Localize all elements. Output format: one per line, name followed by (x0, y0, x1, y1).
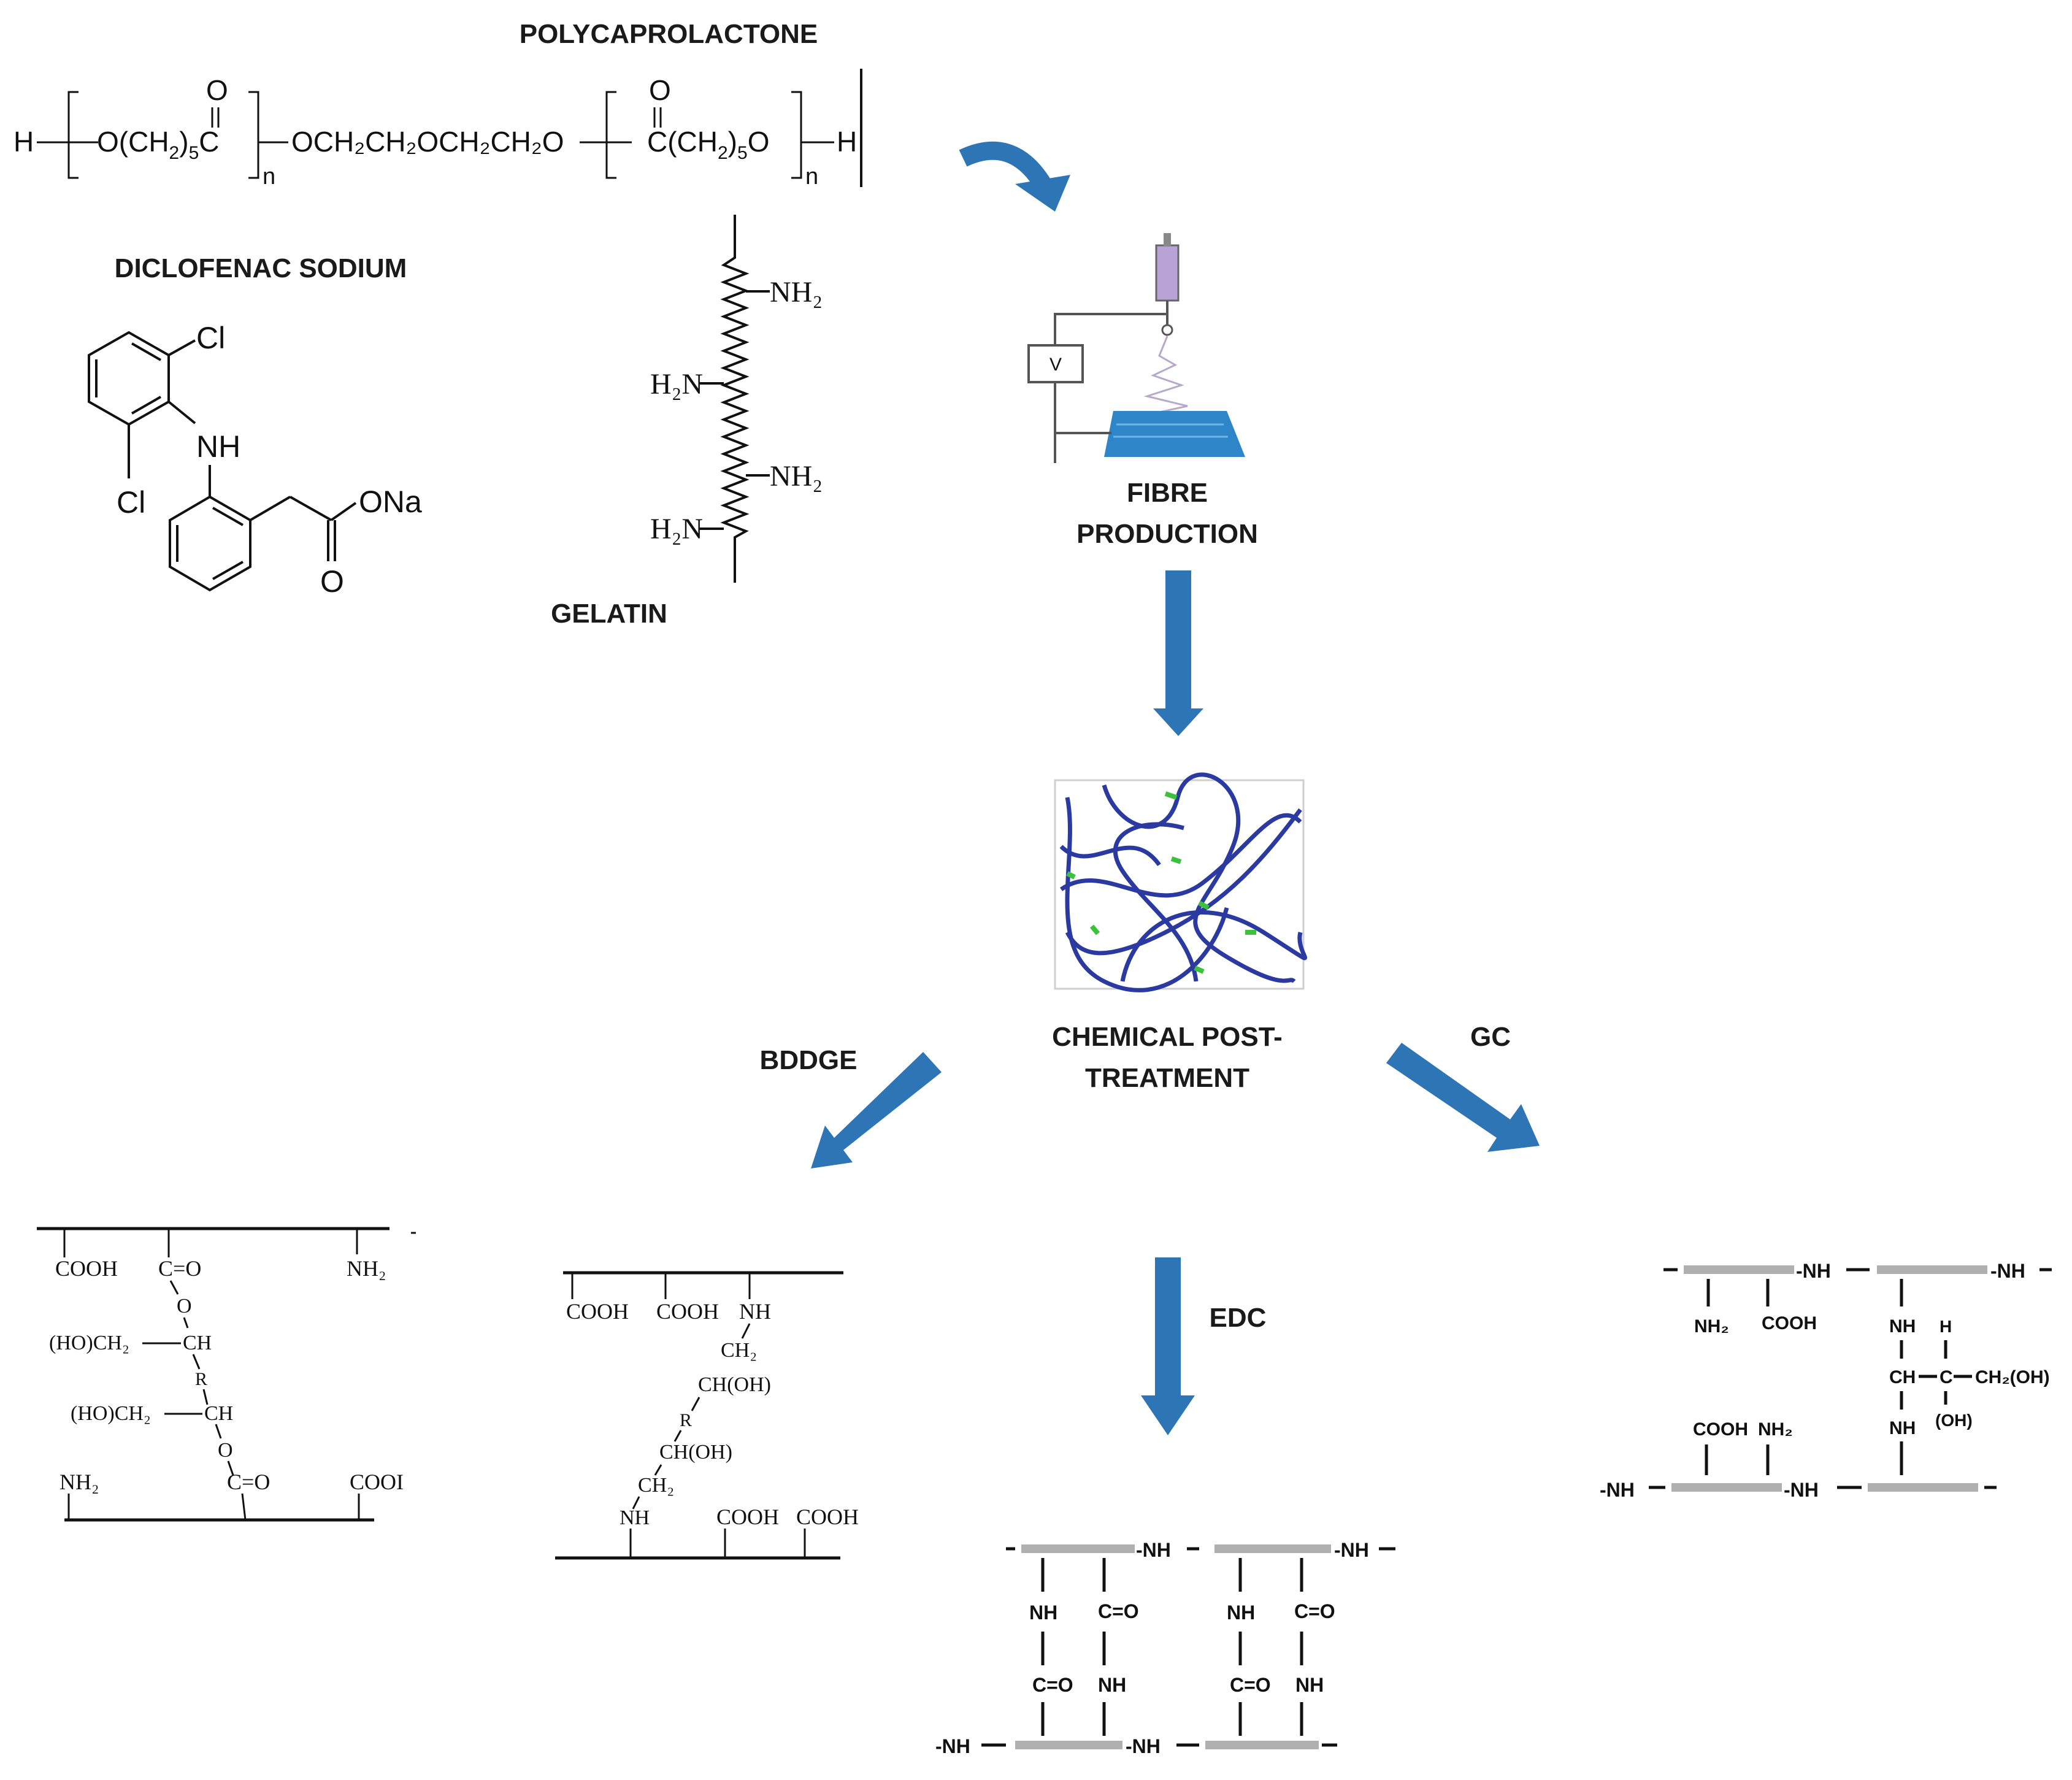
svg-text:(HO)CH₂: (HO)CH₂ (49, 1332, 129, 1354)
svg-text:V: V (1049, 355, 1062, 375)
diclofenac-ona: ONa (359, 485, 422, 519)
svg-text:CH(OH): CH(OH) (659, 1441, 732, 1464)
chemical-post-treatment-label-2: TREATMENT (1085, 1063, 1249, 1093)
svg-text:NH₂: NH₂ (59, 1470, 99, 1494)
svg-text:NH: NH (1295, 1674, 1324, 1696)
diclofenac-cl-bottom: Cl (117, 485, 145, 520)
svg-text:O: O (177, 1295, 192, 1318)
svg-text:C=O: C=O (1230, 1674, 1271, 1696)
svg-text:O: O (218, 1439, 233, 1462)
svg-text:R: R (195, 1369, 207, 1389)
svg-text:COOH: COOH (566, 1299, 629, 1324)
voltmeter-icon (1027, 344, 1084, 383)
svg-text:-NH: -NH (935, 1735, 970, 1757)
svg-text:C: C (1940, 1367, 1953, 1387)
electrospinning-apparatus-icon: V FIBRE PRODUCTION (1027, 233, 1258, 549)
diclofenac-carbonyl-o: O (320, 564, 344, 599)
svg-text:n: n (263, 164, 275, 190)
svg-text:-NH: -NH (1796, 1260, 1831, 1282)
gelatin-structure: NH₂ H₂N NH₂ H₂N GELATIN (551, 215, 823, 629)
edc-label: EDC (1210, 1303, 1267, 1333)
svg-text:-NH: -NH (1600, 1479, 1635, 1501)
svg-text:COOH: COOH (656, 1299, 719, 1324)
gelatin-h2n-2: H₂N (650, 513, 703, 545)
down-arrow-icon (1153, 570, 1203, 736)
gc-crosslink-structure: -NH -NH NH₂ COOH NH H CH C CH₂(OH) (OH) … (1600, 1260, 2052, 1501)
svg-text:-NH: -NH (1126, 1735, 1161, 1757)
svg-text:NH: NH (1227, 1602, 1255, 1624)
gelatin-nh2-1: NH₂ (770, 276, 823, 309)
svg-text:COOH: COOH (796, 1505, 859, 1529)
svg-text:NH₂: NH₂ (347, 1256, 386, 1281)
svg-text:CH: CH (1889, 1367, 1916, 1387)
gelatin-title: GELATIN (551, 599, 667, 629)
svg-text:CH: CH (204, 1402, 233, 1425)
svg-text:NH: NH (739, 1299, 771, 1324)
svg-text:NH: NH (1889, 1418, 1916, 1438)
svg-text:(HO)CH₂: (HO)CH₂ (71, 1402, 151, 1425)
bddge-crosslink-structure-2: COOH COOH NH CH₂ CH(OH) R CH(OH) CH₂ NH … (555, 1271, 859, 1560)
svg-text:NH: NH (1098, 1674, 1126, 1696)
svg-text:C=O: C=O (158, 1256, 201, 1281)
pcl-h-left: H (13, 126, 34, 158)
crosslinked-fibre-network-image (1054, 772, 1307, 992)
svg-text:COOH: COOH (716, 1505, 779, 1529)
svg-text:C=O: C=O (227, 1470, 270, 1494)
edc-arrow-icon (1141, 1257, 1195, 1435)
svg-text:NH₂: NH₂ (1758, 1419, 1793, 1440)
svg-text:C(CH2)5O: C(CH2)5O (647, 126, 769, 163)
svg-text:O(CH2)5C: O(CH2)5C (97, 126, 219, 163)
svg-text:-NH: -NH (1990, 1260, 2025, 1282)
edc-crosslink-structure: -NH -NH NH C=O C=O NH NH C=O C=O NH -NH … (935, 1539, 1395, 1757)
gc-arrow-icon (1386, 1043, 1540, 1152)
gc-label: GC (1470, 1022, 1511, 1052)
svg-text:COOH: COOH (1693, 1419, 1748, 1440)
svg-text:CH(OH): CH(OH) (698, 1373, 771, 1396)
diclofenac-nh: NH (196, 429, 240, 464)
bddge-crosslink-structure-1: COOH C=O NH₂ O (HO)CH₂ CH R (HO)CH₂ CH O… (37, 1227, 416, 1522)
pcl-carbonyl-o-1: O (206, 74, 228, 106)
svg-text:CH₂: CH₂ (638, 1474, 674, 1497)
diclofenac-title: DICLOFENAC SODIUM (115, 253, 407, 283)
svg-text:n: n (805, 164, 818, 190)
svg-text:NH: NH (1889, 1316, 1916, 1337)
pcl-h-right: H (837, 126, 857, 158)
svg-text:CH: CH (183, 1332, 212, 1354)
bddge-arrow-icon (811, 1052, 942, 1168)
svg-text:COOH: COOH (55, 1256, 118, 1281)
svg-text:COOH: COOH (1762, 1313, 1817, 1333)
diclofenac-cl-top: Cl (196, 321, 225, 355)
svg-text:C=O: C=O (1098, 1600, 1139, 1622)
polycaprolactone-title: POLYCAPROLACTONE (520, 19, 818, 49)
gelatin-nh2-2: NH₂ (770, 460, 823, 493)
svg-text:-NH: -NH (1334, 1539, 1369, 1561)
gelatin-h2n-1: H₂N (650, 368, 703, 401)
pcl-middle-segment: OCH₂CH₂OCH₂CH₂O (291, 126, 564, 158)
fibre-production-label-2: PRODUCTION (1076, 519, 1258, 549)
svg-text:-NH: -NH (1784, 1479, 1819, 1501)
curved-arrow-icon (959, 141, 1070, 212)
svg-text:COOI: COOI (350, 1470, 404, 1494)
svg-text:CH₂(OH): CH₂(OH) (1975, 1367, 2050, 1387)
bddge-label: BDDGE (760, 1045, 858, 1075)
svg-text:NH₂: NH₂ (1694, 1316, 1729, 1337)
svg-text:NH: NH (620, 1506, 650, 1529)
svg-text:NH: NH (1029, 1602, 1057, 1624)
polycaprolactone-structure: POLYCAPROLACTONE H O(CH2)5C O n OCH₂CH₂O… (13, 19, 862, 190)
chemical-post-treatment-label-1: CHEMICAL POST- (1052, 1022, 1283, 1052)
svg-text:H: H (1940, 1317, 1952, 1336)
fibre-production-label-1: FIBRE (1127, 478, 1208, 508)
svg-text:CH₂: CH₂ (721, 1339, 757, 1362)
svg-text:R: R (680, 1410, 692, 1430)
svg-text:C=O: C=O (1032, 1674, 1073, 1696)
diclofenac-sodium-structure: DICLOFENAC SODIUM Cl NH Cl ONa O (88, 253, 422, 599)
svg-text:(OH): (OH) (1935, 1411, 1973, 1430)
svg-text:C=O: C=O (1294, 1600, 1335, 1622)
pcl-carbonyl-o-2: O (649, 74, 671, 106)
svg-text:-NH: -NH (1136, 1539, 1171, 1561)
